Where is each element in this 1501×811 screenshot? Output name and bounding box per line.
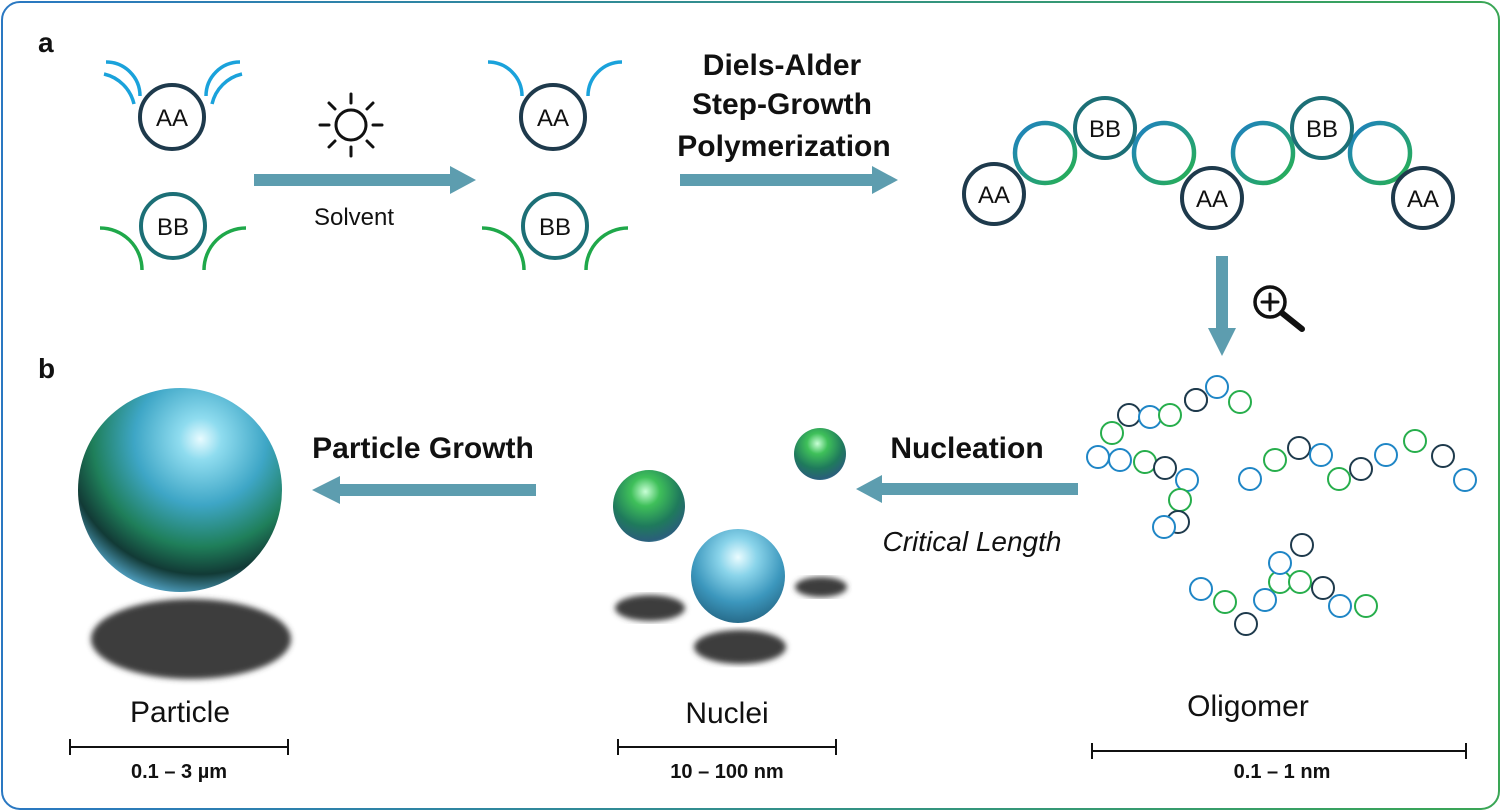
oligomer-ring — [1374, 443, 1398, 467]
sun-icon — [318, 92, 384, 158]
particle-group — [78, 388, 291, 679]
oligomer-ring — [1354, 594, 1378, 618]
svg-text:AA: AA — [1407, 186, 1439, 213]
bb-label: BB — [539, 214, 571, 241]
solvent-label: Solvent — [314, 204, 394, 231]
arrow-activation — [254, 166, 476, 194]
oligomer-ring — [1100, 421, 1124, 445]
oligomer-ring — [1153, 456, 1177, 480]
nucleus-sphere — [613, 470, 685, 542]
oligomer-ring — [1205, 375, 1229, 399]
oligomer-ring — [1133, 450, 1157, 474]
oligomer-ring — [1168, 488, 1192, 512]
particle-scale: 0.1 – 3 µm — [131, 761, 227, 783]
oligomer-ring — [1327, 467, 1351, 491]
oligomer-ring — [1189, 577, 1213, 601]
oligomer-ring — [1228, 390, 1252, 414]
oligomer-ring — [1253, 588, 1277, 612]
nuclei-label: Nuclei — [685, 697, 768, 730]
oligomer-ring — [1328, 594, 1352, 618]
oligomer-ring — [1158, 403, 1182, 427]
monomer-aa-after: AA — [487, 60, 623, 151]
oligomer-scale: 0.1 – 1 nm — [1234, 761, 1331, 783]
arrow-polymerization — [680, 166, 898, 194]
oligomer-scale-bar — [1091, 743, 1467, 759]
reaction-title-line2: Step-Growth — [692, 88, 872, 121]
particle-sphere — [78, 388, 282, 592]
particle-label: Particle — [130, 696, 230, 729]
critical-length-note: Critical Length — [883, 526, 1062, 557]
aa-label: AA — [537, 105, 569, 132]
nuclei-group — [613, 428, 847, 664]
chain-unit: AA — [1391, 166, 1455, 230]
reaction-title-line1: Diels-Alder — [703, 49, 862, 82]
monomer-bb-after: BB — [481, 192, 629, 271]
reaction-title-line3: Polymerization — [677, 130, 890, 163]
chain-unit: AA — [1180, 166, 1244, 230]
oligomer-ring — [1086, 445, 1110, 469]
oligomer-ring — [1431, 444, 1455, 468]
zoom-in-icon — [1253, 285, 1305, 332]
monomer-bb-before: BB — [99, 192, 247, 271]
oligomer-ring — [1234, 612, 1258, 636]
arrow-nucleation — [856, 475, 1078, 503]
polymer-chain: AA BB AA BB AA — [962, 96, 1455, 230]
oligomer-ring — [1403, 429, 1427, 453]
oligomer-ring — [1175, 468, 1199, 492]
oligomer-ring — [1309, 443, 1333, 467]
step-particle-growth: Particle Growth — [312, 432, 534, 465]
oligomer-ring — [1117, 403, 1141, 427]
bb-label: BB — [157, 214, 189, 241]
oligomer-ring — [1287, 436, 1311, 460]
oligomer-label: Oligomer — [1187, 690, 1309, 723]
svg-text:BB: BB — [1089, 116, 1121, 143]
particle-scale-bar — [69, 739, 289, 755]
oligomer-ring — [1263, 448, 1287, 472]
oligomer-ring — [1288, 570, 1312, 594]
nucleus-sphere — [794, 428, 846, 480]
chain-unit: BB — [1073, 96, 1137, 160]
oligomer-ring — [1453, 468, 1477, 492]
oligomer-ring — [1184, 388, 1208, 412]
chain-unit: AA — [962, 162, 1026, 226]
arrow-particle-growth — [312, 476, 536, 504]
nucleus-sphere — [691, 529, 785, 623]
oligomer-ring — [1268, 551, 1292, 575]
oligomer-ring — [1290, 533, 1314, 557]
oligomer-ring — [1349, 457, 1373, 481]
nuclei-scale: 10 – 100 nm — [670, 761, 783, 783]
arrow-zoom-down — [1208, 256, 1236, 356]
svg-text:AA: AA — [978, 182, 1010, 209]
nuclei-scale-bar — [617, 739, 837, 755]
panel-a-label: a — [38, 27, 54, 58]
oligomer-ring — [1108, 448, 1132, 472]
oligomer-ring — [1152, 515, 1176, 539]
chain-unit: BB — [1290, 96, 1354, 160]
aa-label: AA — [156, 105, 188, 132]
oligomer-ring — [1138, 405, 1162, 429]
oligomer-cluster — [1086, 375, 1477, 636]
oligomer-ring — [1311, 576, 1335, 600]
panel-b-label: b — [38, 353, 55, 384]
monomer-aa-before: AA — [103, 60, 243, 151]
step-nucleation: Nucleation — [890, 432, 1043, 465]
svg-text:AA: AA — [1196, 186, 1228, 213]
svg-text:BB: BB — [1306, 116, 1338, 143]
oligomer-ring — [1238, 467, 1262, 491]
oligomer-ring — [1213, 590, 1237, 614]
